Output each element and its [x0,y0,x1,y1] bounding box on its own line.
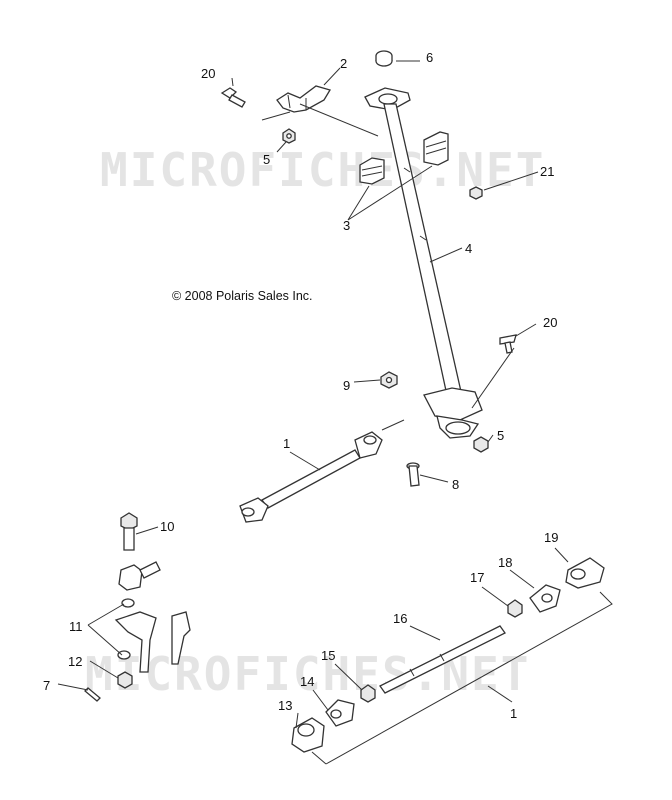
part-14-jam-end [325,699,355,727]
copyright-notice: © 2008 Polaris Sales Inc. [172,289,313,303]
callout-1-upper: 1 [283,436,290,451]
callout-10: 10 [160,519,174,534]
callout-16: 16 [393,611,407,626]
part-9-nut [380,371,398,389]
part-21-bolt [469,186,483,200]
part-10-knuckle [118,561,161,591]
watermark-top: MICROFICHES.NET [100,143,545,197]
part-13-end [291,717,325,753]
callout-13: 13 [278,698,292,713]
callout-7: 7 [43,678,50,693]
part-5-nut-top [282,128,296,144]
leader-lines [57,60,613,765]
part-17-nut [507,599,523,618]
part-18-jam-end [529,584,561,613]
part-12-nut [117,671,133,689]
callout-17: 17 [470,570,484,585]
callout-5-top: 5 [263,152,270,167]
part-11-arm [114,598,191,673]
callout-5-right: 5 [497,428,504,443]
part-16-rod [379,625,506,694]
callout-9: 9 [343,378,350,393]
callout-21: 21 [540,164,554,179]
part-20-bolt-top [220,87,246,108]
part-5-nut-right [473,436,489,453]
part-8-bolt [406,462,420,487]
callout-1-lower: 1 [510,706,517,721]
callout-11: 11 [69,619,83,634]
part-6-cap [375,50,393,67]
part-19-end [565,557,605,589]
callout-8: 8 [452,477,459,492]
part-4-steering-post [364,87,483,439]
callout-15: 15 [321,648,335,663]
callout-19: 19 [544,530,558,545]
callout-12: 12 [68,654,82,669]
callout-20-right: 20 [543,315,557,330]
part-1-tie-rod-upper [239,431,383,523]
callouts: 20 2 6 5 21 3 4 20 9 5 1 8 10 11 12 7 19… [43,50,558,721]
callout-2: 2 [340,56,347,71]
callout-6: 6 [426,50,433,65]
part-20-bolt-right [499,334,517,354]
part-3-bushings [359,131,449,185]
callout-20-top: 20 [201,66,215,81]
part-15-nut [360,684,376,703]
part-2-bracket [276,85,331,113]
part-10-bolt [120,512,138,551]
callout-14: 14 [300,674,314,689]
callout-4: 4 [465,241,472,256]
callout-3: 3 [343,218,350,233]
callout-18: 18 [498,555,512,570]
